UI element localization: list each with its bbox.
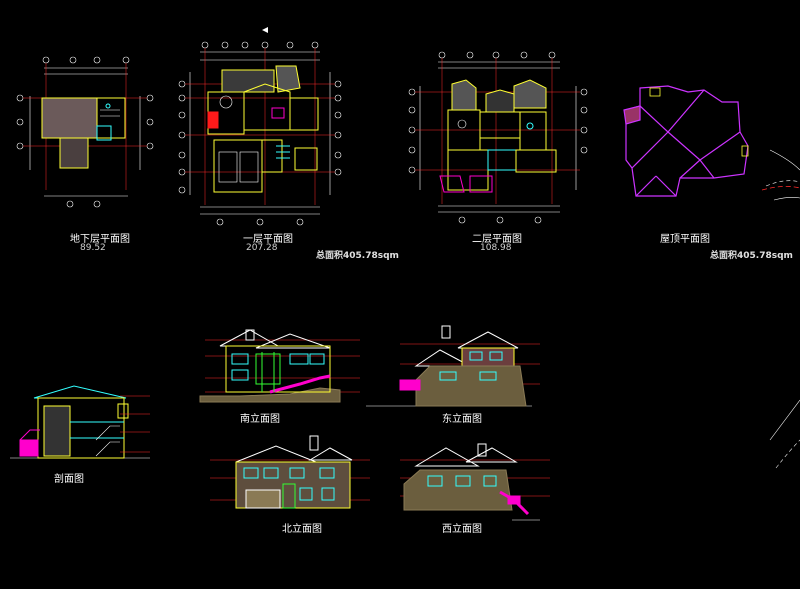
west-elevation bbox=[400, 443, 550, 521]
east-elevation-title: 东立面图 bbox=[442, 414, 482, 425]
second-floor-plan-title: 二层平面图 bbox=[472, 234, 522, 245]
section-title: 剖面图 bbox=[54, 474, 84, 485]
second-floor-plan-area: 108.98 bbox=[480, 243, 512, 253]
roof-plan-title: 屋顶平面图 bbox=[660, 234, 710, 245]
south-elevation-title: 南立面图 bbox=[240, 414, 280, 425]
north-elevation-title: 北立面图 bbox=[282, 524, 322, 535]
basement-plan-title: 地下层平面图 bbox=[70, 234, 130, 245]
total-area-label-2: 总面积405.78sqm bbox=[710, 251, 793, 261]
basement-plan-area: 89.52 bbox=[80, 243, 106, 253]
basement-plan bbox=[16, 56, 154, 208]
total-area-label-1: 总面积405.78sqm bbox=[316, 251, 399, 261]
site-road-lines bbox=[765, 149, 800, 469]
site-road-red-dash bbox=[761, 186, 800, 191]
second-floor-plan bbox=[408, 51, 588, 224]
east-elevation bbox=[366, 325, 540, 407]
section-drawing bbox=[10, 385, 150, 459]
first-floor-plan-area: 207.28 bbox=[246, 243, 278, 253]
first-floor-plan bbox=[178, 27, 342, 226]
roof-plan bbox=[623, 85, 749, 197]
first-floor-plan-title: 一层平面图 bbox=[243, 234, 293, 245]
south-elevation bbox=[199, 329, 360, 403]
west-elevation-title: 西立面图 bbox=[442, 524, 482, 535]
north-elevation bbox=[210, 435, 370, 509]
